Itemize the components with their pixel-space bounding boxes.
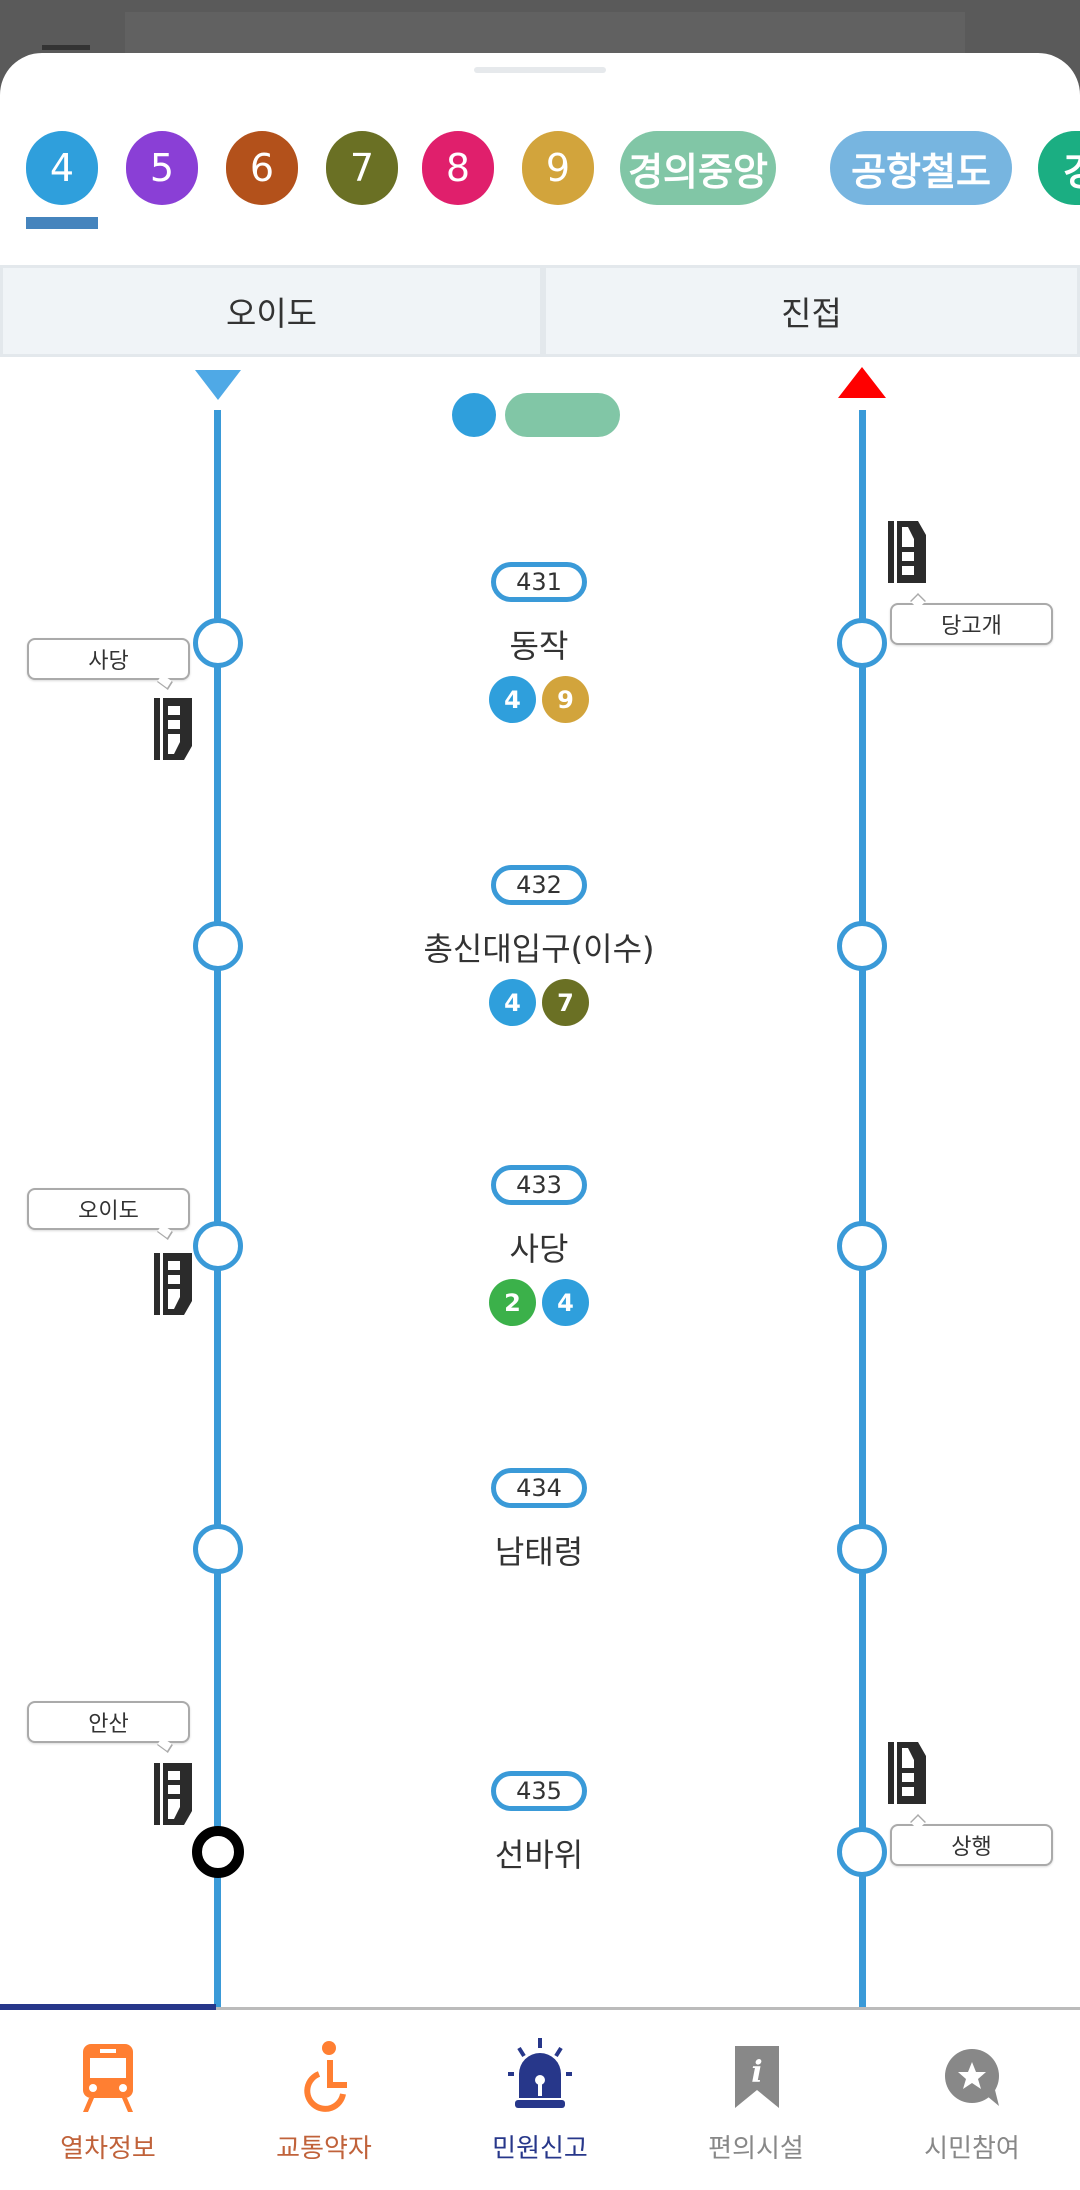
up-track-line xyxy=(859,410,866,2010)
station-node-left[interactable] xyxy=(193,921,243,971)
bottom-sheet: 456789경의중앙공항철도경춘 오이도 진접 431동작49432총신대입구(… xyxy=(0,53,1080,2190)
train-destination-callout[interactable]: 상행 xyxy=(890,1824,1053,1866)
nav-item-4[interactable]: i 편의시설 xyxy=(648,2020,864,2170)
train-icon[interactable] xyxy=(154,1763,192,1825)
transfer-line-badge: 2 xyxy=(489,1279,536,1326)
train-destination-callout[interactable]: 당고개 xyxy=(890,603,1053,645)
station-number-badge: 431 xyxy=(491,562,587,602)
nav-item-1[interactable]: 열차정보 xyxy=(0,2020,216,2170)
nav-item-2[interactable]: 교통약자 xyxy=(216,2020,432,2170)
transfer-line-badge: 4 xyxy=(489,979,536,1026)
bottom-navigation xyxy=(0,2007,1080,2190)
direction-header-down: 오이도 xyxy=(0,265,543,357)
nav-item-5[interactable]: 시민참여 xyxy=(864,2020,1080,2170)
train-icon[interactable] xyxy=(888,521,926,583)
siren-icon xyxy=(505,2020,575,2118)
wheelchair-icon xyxy=(289,2020,359,2118)
menu-icon xyxy=(42,45,90,50)
star-chat-icon xyxy=(937,2020,1007,2118)
train-destination-callout[interactable]: 사당 xyxy=(27,638,190,680)
train-icon[interactable] xyxy=(154,698,192,760)
partial-transfer-badge xyxy=(452,393,496,437)
station-node-right[interactable] xyxy=(837,1221,887,1271)
station-node-left[interactable] xyxy=(193,618,243,668)
station-name[interactable]: 동작 xyxy=(509,627,569,665)
info-bookmark-icon: i xyxy=(721,2020,791,2118)
nav-item-label: 교통약자 xyxy=(276,2134,372,2164)
station-node-right[interactable] xyxy=(837,618,887,668)
drag-handle[interactable] xyxy=(474,67,606,73)
station-name[interactable]: 남태령 xyxy=(494,1533,584,1571)
line-chip-5[interactable]: 8 xyxy=(422,131,494,205)
train-icon[interactable] xyxy=(154,1253,192,1315)
station-number-badge: 433 xyxy=(491,1165,587,1205)
line-chip-8[interactable]: 공항철도 xyxy=(830,131,1012,205)
station-node-right[interactable] xyxy=(837,1827,887,1877)
transfer-line-badge: 9 xyxy=(542,676,589,723)
station-number-badge: 434 xyxy=(491,1468,587,1508)
down-arrow-icon xyxy=(195,370,241,400)
direction-header-up: 진접 xyxy=(543,265,1080,357)
svg-text:i: i xyxy=(751,2055,762,2090)
station-node-left[interactable] xyxy=(192,1826,244,1878)
station-node-right[interactable] xyxy=(837,1524,887,1574)
nav-item-3[interactable]: 민원신고 xyxy=(432,2020,648,2170)
train-destination-callout[interactable]: 오이도 xyxy=(27,1188,190,1230)
transfer-line-badge: 4 xyxy=(542,1279,589,1326)
nav-item-label: 열차정보 xyxy=(60,2134,156,2164)
line-chip-7[interactable]: 경의중앙 xyxy=(620,131,776,205)
line-chip-1[interactable]: 4 xyxy=(26,131,98,205)
station-name[interactable]: 총신대입구(이수) xyxy=(423,930,655,968)
train-icon[interactable] xyxy=(888,1742,926,1804)
transfer-line-badge: 7 xyxy=(542,979,589,1026)
selected-line-indicator xyxy=(26,217,98,229)
up-arrow-icon xyxy=(838,367,886,398)
station-name[interactable]: 사당 xyxy=(509,1230,569,1268)
station-node-left[interactable] xyxy=(193,1524,243,1574)
nav-item-label: 민원신고 xyxy=(492,2134,588,2164)
transfer-line-badge: 4 xyxy=(489,676,536,723)
line-chip-2[interactable]: 5 xyxy=(126,131,198,205)
nav-item-label: 편의시설 xyxy=(708,2134,804,2164)
line-chip-3[interactable]: 6 xyxy=(226,131,298,205)
station-node-left[interactable] xyxy=(193,1221,243,1271)
train-destination-callout[interactable]: 안산 xyxy=(27,1701,190,1743)
station-name[interactable]: 선바위 xyxy=(494,1836,584,1874)
station-number-badge: 432 xyxy=(491,865,587,905)
line-chip-9[interactable]: 경춘 xyxy=(1038,131,1080,205)
nav-selected-indicator xyxy=(0,2004,216,2010)
station-node-right[interactable] xyxy=(837,921,887,971)
nav-item-label: 시민참여 xyxy=(924,2134,1020,2164)
down-track-line xyxy=(214,410,221,2010)
partial-transfer-badge xyxy=(505,393,620,437)
line-chip-4[interactable]: 7 xyxy=(326,131,398,205)
line-chip-6[interactable]: 9 xyxy=(522,131,594,205)
train-icon xyxy=(73,2020,143,2118)
station-number-badge: 435 xyxy=(491,1771,587,1811)
